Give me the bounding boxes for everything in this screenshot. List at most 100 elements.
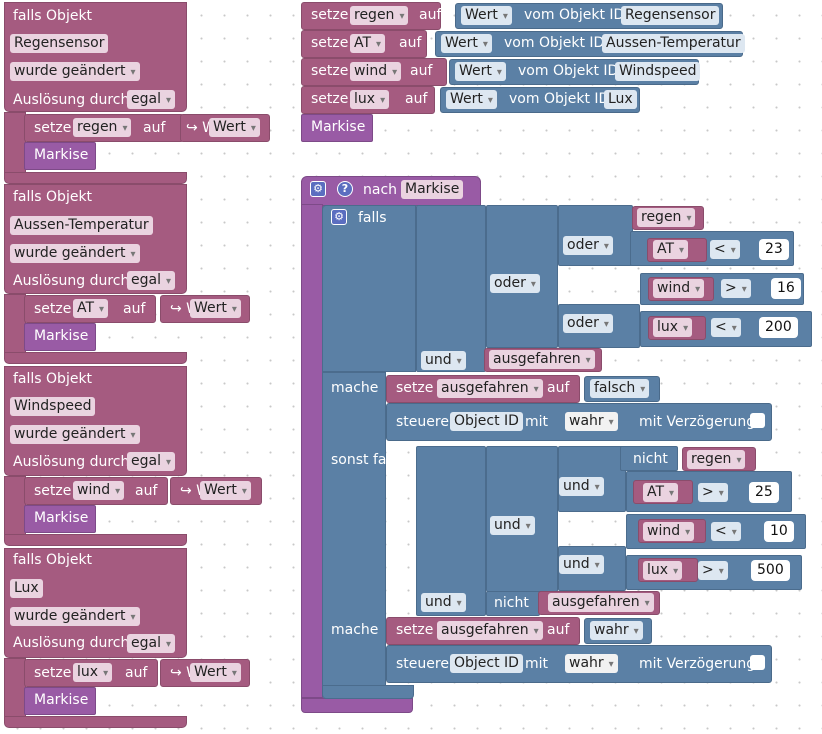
variable-dropdown[interactable]: wind [653,279,705,298]
wert-dropdown[interactable]: Wert [200,481,251,500]
object-id-field[interactable]: Lux [604,90,637,109]
boolean-dropdown[interactable]: wahr [565,412,618,431]
oder-dropdown[interactable]: oder [563,236,613,255]
und-dropdown[interactable]: und [421,593,466,612]
und-dropdown[interactable]: und [421,351,466,370]
wert-dropdown[interactable]: Wert [441,34,492,53]
wert-dropdown[interactable]: Wert [190,663,241,682]
help-icon[interactable]: ? [337,181,353,197]
trigger-object-field[interactable]: Aussen-Temperatur [10,216,153,235]
gear-icon[interactable]: ⚙ [331,209,347,225]
procedure-name-field[interactable]: Markise [401,180,464,199]
trigger-egal-dropdown[interactable]: egal [127,634,175,653]
number-field[interactable]: 25 [749,482,779,503]
operator-dropdown[interactable]: > [698,483,728,502]
variable-dropdown[interactable]: regen [350,6,409,25]
not-block[interactable] [486,591,540,616]
und-operator-block[interactable] [416,446,486,616]
variable-dropdown[interactable]: wind [73,481,125,500]
setze-label: setze [311,7,349,23]
variable-dropdown[interactable]: wind [643,522,695,541]
oder-dropdown[interactable]: oder [490,274,540,293]
call-markise-block[interactable] [301,114,373,142]
variable-dropdown[interactable]: lux [643,561,683,580]
object-id-field[interactable]: Regensensor [621,6,720,25]
vom-objekt-label: vom Objekt ID [524,7,625,23]
und-dropdown[interactable]: und [559,555,604,574]
number-field[interactable]: 500 [751,560,790,581]
number-field[interactable]: 10 [764,521,794,542]
und-dropdown[interactable]: und [490,516,535,535]
call-markise-block[interactable] [24,505,96,533]
variable-dropdown[interactable]: AT [643,483,679,502]
variable-dropdown[interactable]: ausgefahren [489,350,595,369]
trigger-ausloesung-label: Auslösung durch [13,635,130,651]
trigger-change-dropdown[interactable]: wurde geändert [10,607,140,626]
variable-dropdown[interactable]: AT [73,299,109,318]
object-id-field[interactable]: Object ID [450,654,523,673]
wert-dropdown[interactable]: Wert [209,118,260,137]
trigger-change-dropdown[interactable]: wurde geändert [10,425,140,444]
operator-dropdown[interactable]: < [711,318,741,337]
trigger-egal-dropdown[interactable]: egal [127,271,175,290]
number-field[interactable]: 200 [759,317,798,338]
variable-dropdown[interactable]: lux [73,663,113,682]
trigger-change-dropdown[interactable]: wurde geändert [10,62,140,81]
variable-dropdown[interactable]: regen [73,118,132,137]
variable-dropdown[interactable]: wind [350,62,402,81]
operator-dropdown[interactable]: > [698,561,728,580]
trigger-falls-objekt-label: falls Objekt [13,552,93,568]
wert-dropdown[interactable]: Wert [190,299,241,318]
und-operator-block[interactable] [416,205,486,372]
trigger-object-field[interactable]: Windspeed [10,397,96,416]
setze-label: setze [34,665,72,681]
variable-dropdown[interactable]: ausgefahren [548,593,654,612]
boolean-dropdown[interactable]: falsch [590,379,650,398]
boolean-dropdown[interactable]: wahr [590,621,643,640]
if-block[interactable] [322,205,416,372]
variable-dropdown[interactable]: lux [653,318,693,337]
wert-dropdown[interactable]: Wert [461,6,512,25]
variable-dropdown[interactable]: regen [687,450,746,469]
object-id-field[interactable]: Object ID [450,412,523,431]
trigger-object-field[interactable]: Lux [10,579,43,598]
wert-dropdown[interactable]: Wert [446,90,497,109]
trigger-egal-dropdown[interactable]: egal [127,452,175,471]
number-field[interactable]: 23 [759,239,789,260]
gear-icon[interactable]: ⚙ [310,181,326,197]
operator-dropdown[interactable]: < [711,522,741,541]
trigger-bottom-bar [4,534,187,546]
trigger-change-dropdown[interactable]: wurde geändert [10,244,140,263]
delay-checkbox[interactable] [750,655,765,670]
call-markise-block[interactable] [24,687,96,715]
call-markise-block[interactable] [24,323,96,351]
object-id-field[interactable]: Windspeed [615,62,701,81]
object-id-field[interactable]: Aussen-Temperatur [602,34,745,53]
und-dropdown[interactable]: und [559,477,604,496]
call-markise-label: Markise [34,510,89,526]
number-field[interactable]: 16 [771,278,801,299]
variable-dropdown[interactable]: AT [350,34,386,53]
trigger-falls-objekt-label: falls Objekt [13,371,93,387]
wert-dropdown[interactable]: Wert [455,62,506,81]
call-markise-label: Markise [34,328,89,344]
setze-label: setze [34,120,72,136]
variable-dropdown[interactable]: AT [653,240,689,259]
trigger-object-field[interactable]: Regensensor [10,34,109,53]
call-markise-block[interactable] [24,142,96,170]
setze-label: setze [311,63,349,79]
nach-label: nach [363,182,398,198]
not-block[interactable] [620,446,678,471]
oder-dropdown[interactable]: oder [563,314,613,333]
trigger-egal-dropdown[interactable]: egal [127,90,175,109]
variable-dropdown[interactable]: ausgefahren [437,621,543,640]
operator-dropdown[interactable]: < [710,240,740,259]
variable-dropdown[interactable]: lux [350,90,390,109]
variable-dropdown[interactable]: ausgefahren [437,379,543,398]
delay-checkbox[interactable] [750,413,765,428]
variable-dropdown[interactable]: regen [637,208,696,227]
mache-label: mache [331,380,379,396]
falls-label: falls [358,210,387,226]
operator-dropdown[interactable]: > [721,279,751,298]
boolean-dropdown[interactable]: wahr [565,654,618,673]
